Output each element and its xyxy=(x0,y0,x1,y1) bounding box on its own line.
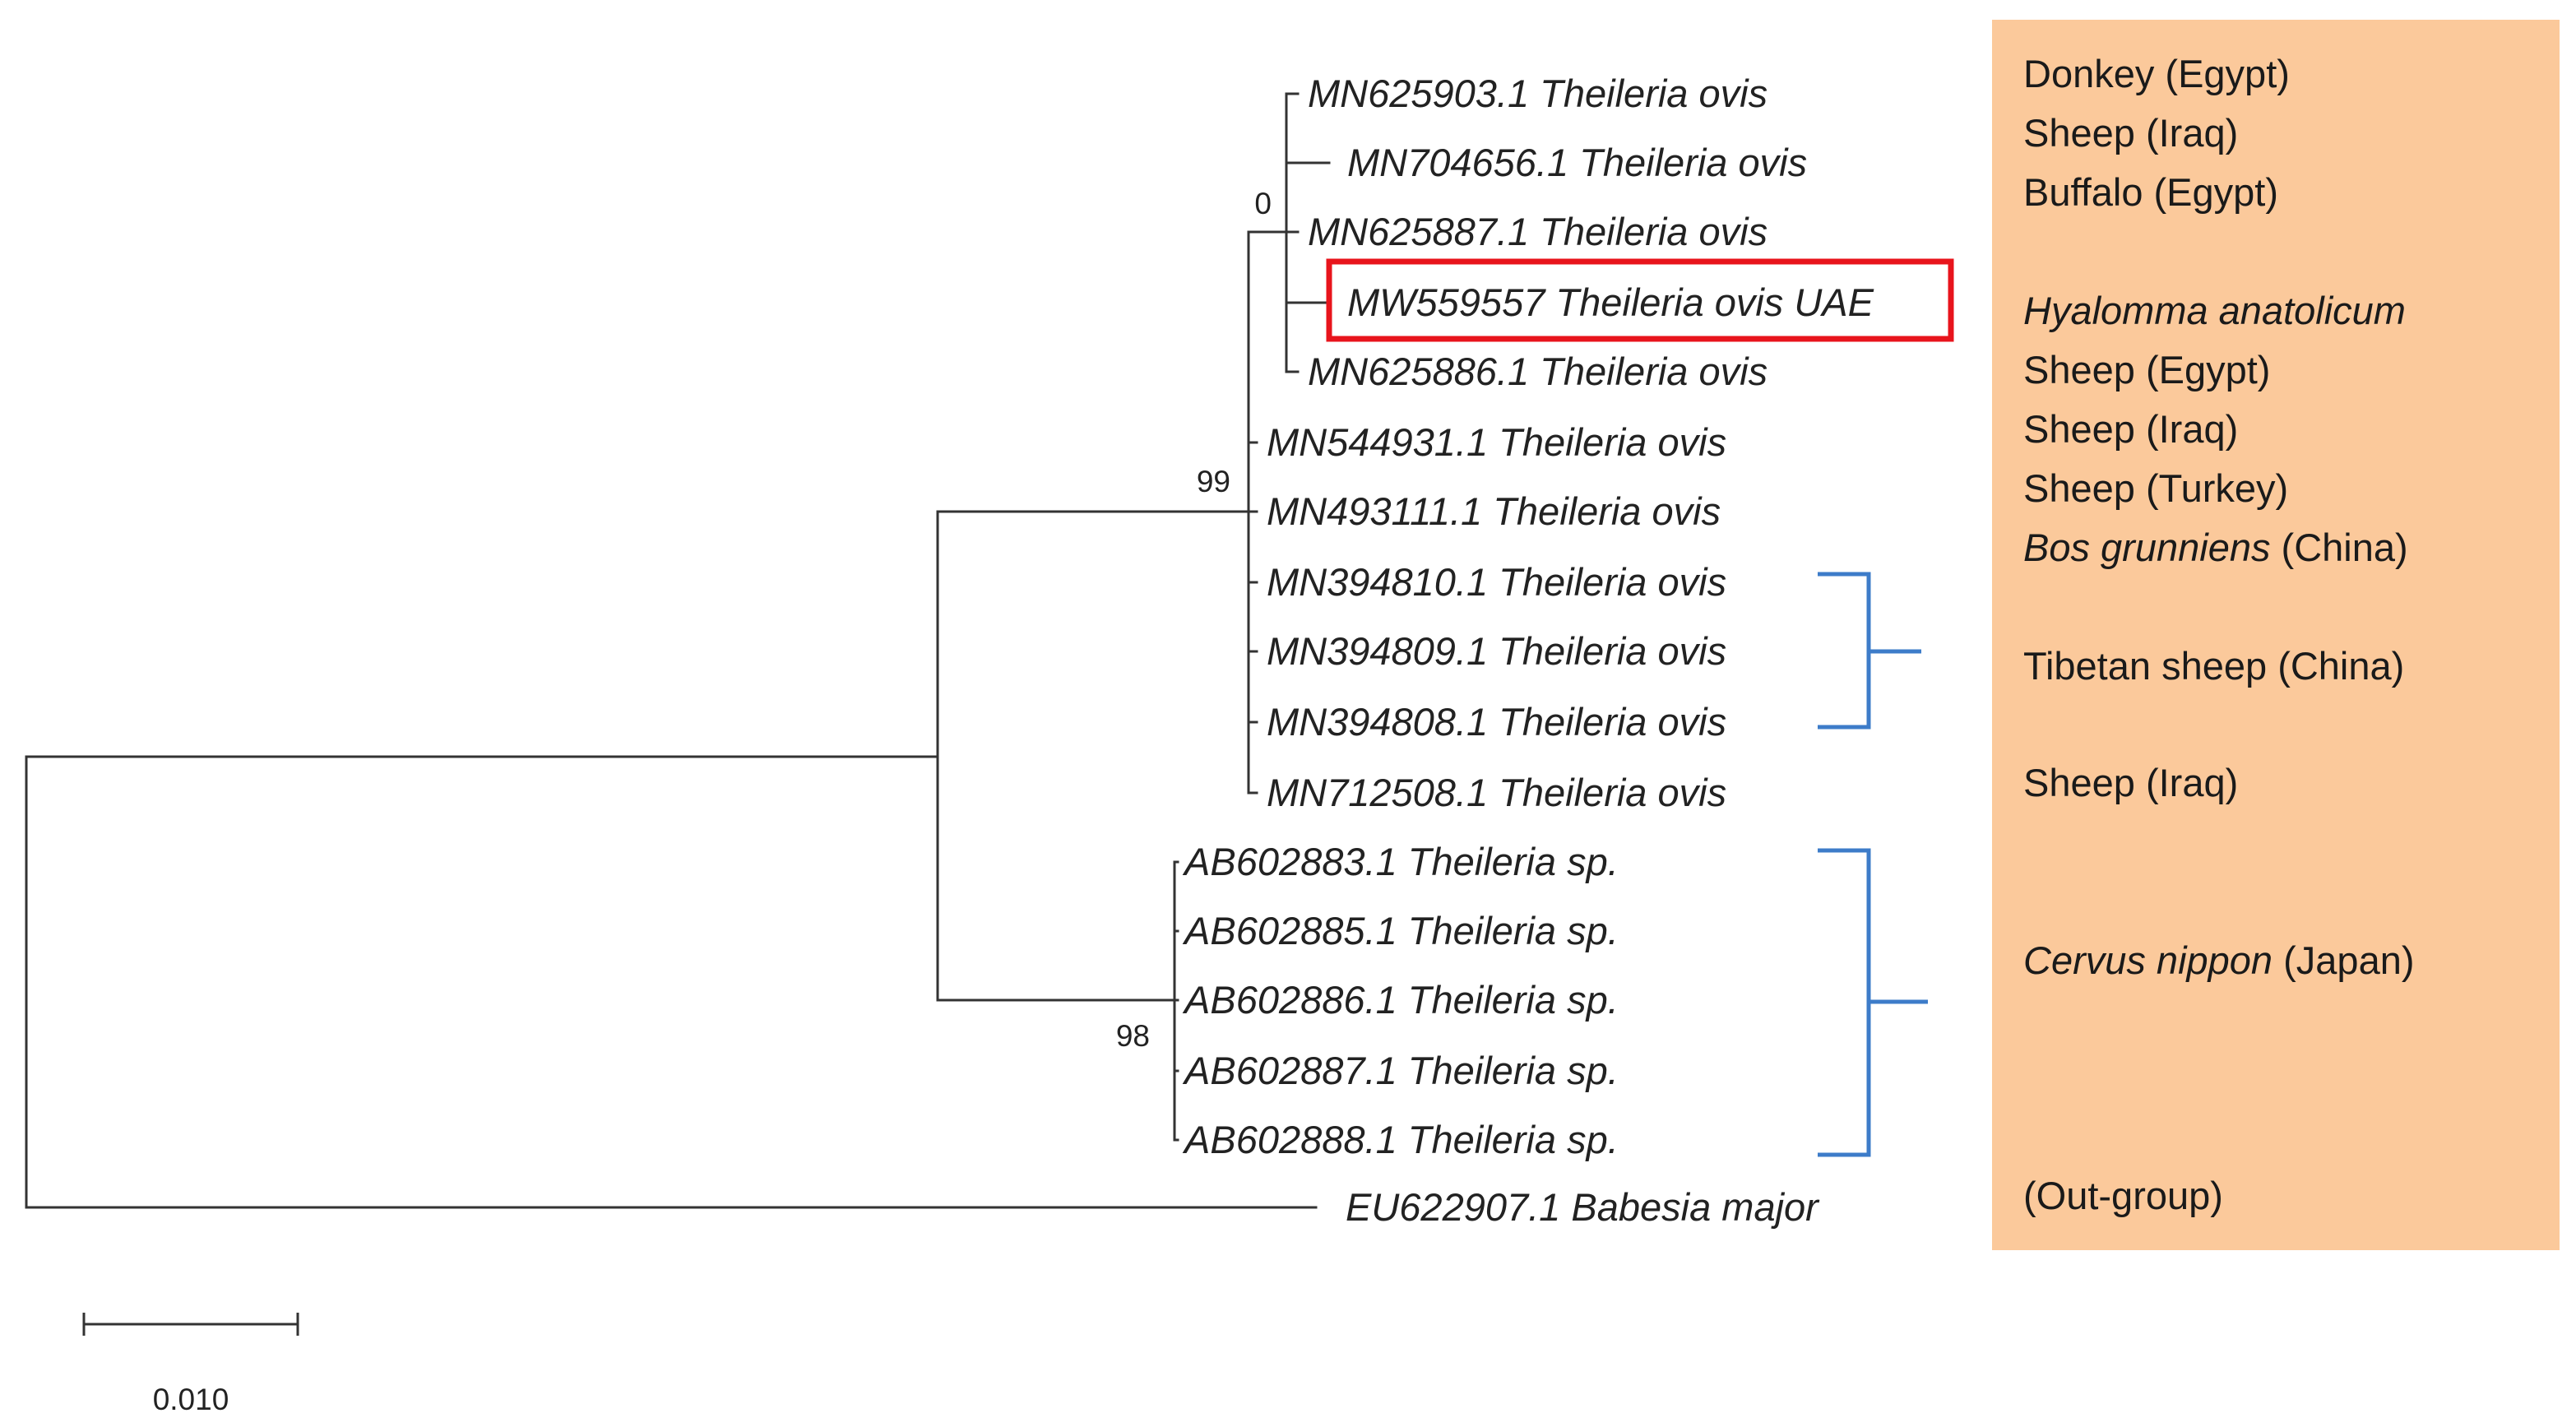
taxon-label: MN394810.1 Theileria ovis xyxy=(1267,560,1726,604)
host-label: Sheep (Egypt) xyxy=(2023,348,2270,391)
host-label-segment: Buffalo (Egypt) xyxy=(2023,170,2278,214)
host-label-segment: Donkey (Egypt) xyxy=(2023,52,2290,95)
bootstrap-value: 0 xyxy=(1254,187,1272,220)
host-label-segment: (Out-group) xyxy=(2023,1174,2223,1217)
host-label: Hyalomma anatolicum xyxy=(2023,289,2406,332)
taxon-label: MN625887.1 Theileria ovis xyxy=(1308,210,1768,253)
taxon-label: MN625903.1 Theileria ovis xyxy=(1308,72,1768,115)
host-label: Cervus nippon (Japan) xyxy=(2023,938,2415,982)
taxon-label: AB602883.1 Theileria sp. xyxy=(1182,840,1619,883)
taxon-label: AB602888.1 Theileria sp. xyxy=(1182,1118,1619,1161)
bootstrap-value: 99 xyxy=(1197,465,1230,498)
host-label: Bos grunniens (China) xyxy=(2023,526,2408,569)
uae-highlight-box xyxy=(1326,258,1954,342)
host-labels: Donkey (Egypt) Sheep (Iraq) Buffalo (Egypt… xyxy=(2023,52,2415,1217)
taxon-label-outgroup: EU622907.1 Babesia major xyxy=(1346,1185,1820,1229)
host-label: Sheep (Iraq) xyxy=(2023,111,2238,155)
host-label-segment: Hyalomma anatolicum xyxy=(2023,289,2406,332)
scale-bar-label: 0.010 xyxy=(153,1383,229,1416)
taxon-label: MN394808.1 Theileria ovis xyxy=(1267,700,1726,744)
host-label: Sheep (Turkey) xyxy=(2023,466,2288,510)
host-label-segment: Tibetan sheep (China) xyxy=(2023,644,2404,688)
host-label: Buffalo (Egypt) xyxy=(2023,170,2278,214)
taxon-label: AB602885.1 Theileria sp. xyxy=(1182,909,1619,952)
host-label-segment: (Japan) xyxy=(2273,938,2414,982)
taxon-label: MN544931.1 Theileria ovis xyxy=(1267,420,1726,464)
taxon-label: AB602887.1 Theileria sp. xyxy=(1182,1049,1619,1092)
host-label: (Out-group) xyxy=(2023,1174,2223,1217)
host-label: Sheep (Iraq) xyxy=(2023,761,2238,804)
host-label: Sheep (Iraq) xyxy=(2023,407,2238,451)
host-label: Donkey (Egypt) xyxy=(2023,52,2290,95)
host-label-segment: Sheep (Iraq) xyxy=(2023,111,2238,155)
host-label-segment: Bos grunniens xyxy=(2023,526,2270,569)
host-label-segment: Sheep (Iraq) xyxy=(2023,407,2238,451)
tree-branches xyxy=(25,92,1331,1209)
host-label-segment: (China) xyxy=(2270,526,2407,569)
host-panel xyxy=(1992,20,2560,1250)
taxon-label-highlighted: MW559557 Theileria ovis UAE xyxy=(1347,280,1874,324)
taxon-label: AB602886.1 Theileria sp. xyxy=(1182,978,1619,1022)
taxon-label: MN704656.1 Theileria ovis xyxy=(1347,141,1807,184)
taxon-label: MN625886.1 Theileria ovis xyxy=(1308,350,1768,393)
host-label-segment: Sheep (Iraq) xyxy=(2023,761,2238,804)
host-label: Tibetan sheep (China) xyxy=(2023,644,2404,688)
host-label-segment: Sheep (Egypt) xyxy=(2023,348,2270,391)
host-label-segment: Cervus nippon xyxy=(2023,938,2273,982)
taxon-label: MN394809.1 Theileria ovis xyxy=(1267,629,1726,673)
scale-bar xyxy=(82,1313,299,1336)
host-label-segment: Sheep (Turkey) xyxy=(2023,466,2288,510)
taxon-label: MN712508.1 Theileria ovis xyxy=(1267,771,1726,814)
bracket-cervus-nippon xyxy=(1818,848,1928,1157)
taxon-label: MN493111.1 Theileria ovis xyxy=(1267,489,1721,533)
bracket-tibetan-sheep xyxy=(1818,572,1921,730)
bootstrap-value: 98 xyxy=(1116,1019,1150,1053)
